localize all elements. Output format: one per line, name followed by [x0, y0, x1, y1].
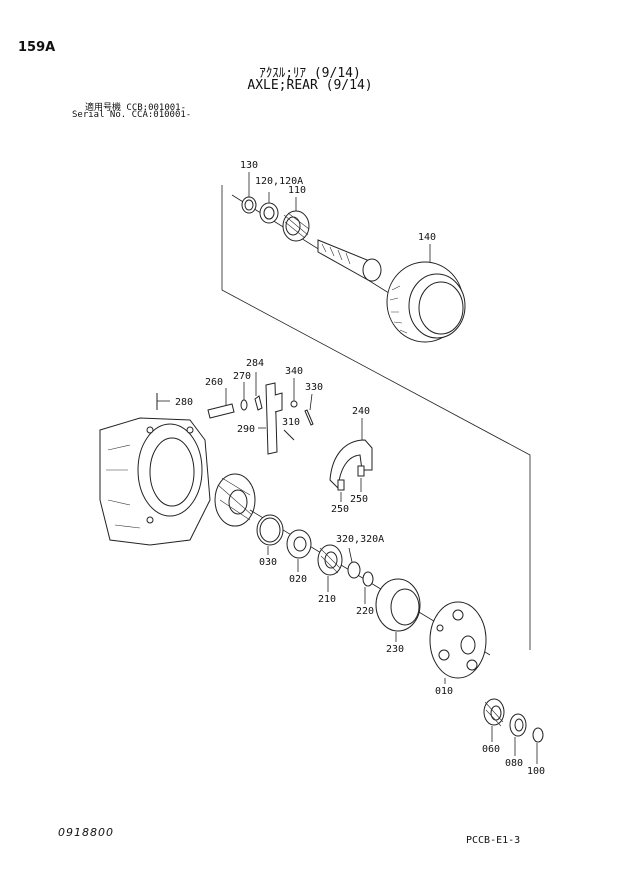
- part-060-bearing[interactable]: [483, 698, 505, 727]
- callout-210: 210: [318, 594, 336, 605]
- part-250-pad-b[interactable]: [357, 465, 365, 477]
- callout-020: 020: [289, 574, 307, 585]
- axle-housing[interactable]: [99, 417, 211, 546]
- part-320-washer[interactable]: [347, 561, 361, 579]
- footer-code: 0918800: [58, 826, 114, 839]
- callout-230: 230: [386, 644, 404, 655]
- footer-reference: PCCB-E1-3: [466, 835, 521, 846]
- part-310-pin[interactable]: [283, 429, 295, 441]
- part-284-clip[interactable]: [254, 395, 263, 411]
- callout-340: 340: [285, 366, 303, 377]
- serial-line-2: Serial No. CCA:010001-: [72, 110, 192, 120]
- shaft[interactable]: [317, 239, 382, 282]
- callout-240: 240: [352, 406, 370, 417]
- title-japanese: ｱｸｽﾙ;ﾘｱ (9/14): [259, 66, 361, 81]
- part-240-shift-fork[interactable]: [329, 439, 373, 490]
- callout-030: 030: [259, 557, 277, 568]
- part-100-ring[interactable]: [532, 727, 544, 743]
- serial-line-1: 適用号機 CCB:001001-: [85, 103, 187, 113]
- part-280-bolt[interactable]: [156, 393, 170, 410]
- page-number: 159A: [18, 40, 56, 55]
- housing-gear[interactable]: [214, 473, 256, 527]
- callout-140: 140: [418, 232, 436, 243]
- callout-290: 290: [237, 424, 255, 435]
- callout-250-a: 250: [331, 504, 349, 515]
- callout-120: 120,120A: [255, 176, 303, 187]
- axis-line-upper: [231, 194, 401, 301]
- callout-010: 010: [435, 686, 453, 697]
- part-030-ring[interactable]: [256, 514, 284, 546]
- callout-280: 280: [175, 397, 193, 408]
- part-080-bearing[interactable]: [509, 713, 527, 737]
- part-210-gear[interactable]: [317, 544, 343, 576]
- callout-310: 310: [282, 417, 300, 428]
- part-230-ring[interactable]: [375, 578, 421, 632]
- callout-110: 110: [288, 185, 306, 196]
- callout-130: 130: [240, 160, 258, 171]
- callout-320: 320,320A: [336, 534, 384, 545]
- assembly-frame-line: [221, 185, 531, 650]
- title-english: AXLE;REAR (9/14): [247, 78, 373, 93]
- part-270-ring[interactable]: [240, 399, 248, 411]
- callout-100: 100: [527, 766, 545, 777]
- part-330-bolt[interactable]: [304, 409, 314, 426]
- part-340-nut[interactable]: [290, 400, 298, 408]
- callout-220: 220: [356, 606, 374, 617]
- callout-330: 330: [305, 382, 323, 393]
- part-290-shift-rod[interactable]: [265, 382, 283, 455]
- callout-250-b: 250: [350, 494, 368, 505]
- callout-080: 080: [505, 758, 523, 769]
- part-140-ring-gear[interactable]: [386, 261, 466, 343]
- callout-260: 260: [205, 377, 223, 388]
- part-010-carrier[interactable]: [429, 601, 487, 679]
- part-260-pin[interactable]: [207, 403, 235, 419]
- part-020-sleeve[interactable]: [286, 529, 312, 559]
- part-220-snap-ring[interactable]: [362, 571, 374, 587]
- part-130-snap-ring[interactable]: [241, 196, 257, 214]
- callout-284: 284: [246, 358, 264, 369]
- part-250-pad-a[interactable]: [337, 479, 345, 491]
- callout-060: 060: [482, 744, 500, 755]
- callout-270: 270: [233, 371, 251, 382]
- part-120-washer[interactable]: [259, 202, 279, 224]
- part-110-bearing[interactable]: [282, 210, 310, 242]
